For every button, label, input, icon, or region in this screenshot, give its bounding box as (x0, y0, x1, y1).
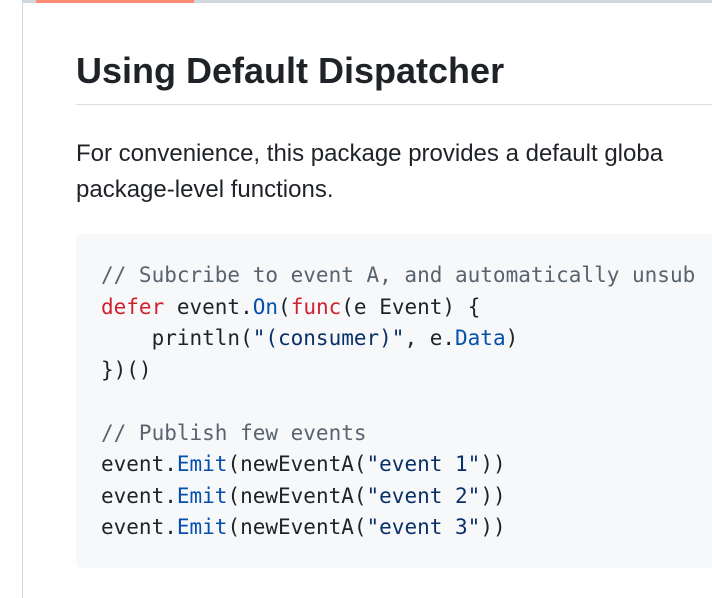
code-line-5 (101, 386, 695, 418)
code-text: )) (480, 483, 506, 508)
code-line-3: println("(consumer)", e.Data) (101, 323, 695, 355)
string-literal: "event 1" (366, 452, 481, 476)
intro-line-2: package-level functions. (76, 176, 334, 203)
code-text: (newEventA( (227, 515, 367, 539)
code-text: event. (164, 294, 253, 319)
code-text: (newEventA( (227, 452, 367, 476)
keyword-defer: defer (101, 294, 165, 319)
code-text: event. (101, 452, 177, 476)
code-line-1: // Subcribe to event A, and automaticall… (101, 260, 695, 292)
code-comment: // Publish few events (101, 420, 367, 445)
code-text: event. (101, 515, 177, 539)
string-literal: "event 2" (366, 483, 481, 508)
intro-line-1: For convenience, this package provides a… (76, 140, 664, 167)
code-text: })() (101, 357, 152, 382)
field-data: Data (455, 326, 506, 350)
code-text: )) (480, 515, 506, 539)
code-text: )) (480, 452, 506, 476)
func-emit: Emit (176, 452, 228, 476)
tab-bar-border (23, 0, 712, 3)
code-line-7: event.Emit(newEventA("event 1")) (101, 449, 695, 481)
section-heading: Using Default Dispatcher (76, 50, 505, 91)
code-text: ( (278, 294, 291, 319)
code-line-8: event.Emit(newEventA("event 2")) (101, 481, 695, 513)
code-comment: // Subcribe to event A, and automaticall… (101, 263, 696, 287)
intro-paragraph: For convenience, this package provides a… (76, 136, 663, 208)
code-line-2: defer event.On(func(e Event) { (101, 292, 695, 324)
func-emit: Emit (176, 515, 228, 539)
code-line-6: // Publish few events (101, 418, 695, 450)
code-text: ) (505, 326, 519, 350)
string-literal: "(consumer)" (252, 326, 405, 350)
heading-divider (76, 104, 712, 105)
code-text: (newEventA( (227, 483, 367, 508)
string-literal: "event 3" (366, 515, 481, 539)
func-emit: Emit (176, 483, 228, 508)
code-text: event. (101, 483, 177, 508)
keyword-func: func (290, 294, 342, 319)
active-tab-indicator (36, 0, 194, 3)
code-text: println( (101, 326, 253, 350)
code-line-9: event.Emit(newEventA("event 3")) (101, 512, 695, 544)
content-left-border (22, 0, 23, 598)
func-on: On (252, 294, 279, 319)
code-line-4: })() (101, 355, 695, 387)
code-text: (e Event) { (341, 294, 481, 319)
code-block[interactable]: // Subcribe to event A, and automaticall… (76, 234, 712, 568)
code-content[interactable]: // Subcribe to event A, and automaticall… (101, 260, 695, 544)
code-text: , e. (404, 326, 456, 350)
